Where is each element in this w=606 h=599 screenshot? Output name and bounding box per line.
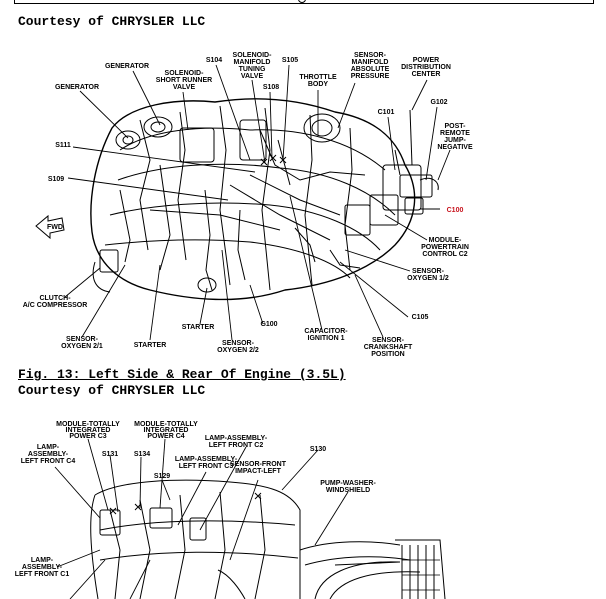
label-pump-washer-2: WINDSHIELD bbox=[326, 487, 370, 494]
label-throttle-body-1: THROTTLE bbox=[299, 74, 337, 81]
label-throttle-body-2: BODY bbox=[308, 81, 329, 88]
label-solenoid-manifold-2: MANIFOLD bbox=[234, 59, 271, 66]
label-solenoid-short-runner-2: SHORT RUNNER bbox=[156, 77, 212, 84]
splice-markers-2 bbox=[109, 492, 262, 515]
front-lamp-diagram: MODULE-TOTALLY INTEGRATED POWER C3 MODUL… bbox=[15, 421, 446, 599]
label-post-remote-1: POST- bbox=[444, 123, 466, 130]
label-g102: G102 bbox=[430, 99, 447, 106]
label-crank-2: CRANKSHAFT bbox=[364, 344, 413, 351]
label-impact-1: SENSOR-FRONT bbox=[230, 461, 287, 468]
label-s104: S104 bbox=[206, 57, 222, 64]
engine-diagram: FWD GENERATOR bbox=[23, 52, 473, 358]
label-lamp-lf-c4-1: LAMP- bbox=[37, 444, 60, 451]
label-pcm-c2-3: CONTROL C2 bbox=[422, 251, 467, 258]
label-tipm-c3-2: INTEGRATED bbox=[66, 427, 111, 434]
label-s109: S109 bbox=[48, 176, 64, 183]
label-starter-b: STARTER bbox=[134, 342, 167, 349]
leader-lines bbox=[64, 64, 451, 341]
label-s134: S134 bbox=[134, 451, 150, 458]
label-power-distribution-2: DISTRIBUTION bbox=[401, 64, 451, 71]
label-solenoid-manifold-3: TUNING bbox=[239, 66, 266, 73]
label-o2-21-1: SENSOR- bbox=[66, 336, 99, 343]
label-pump-washer-1: PUMP-WASHER- bbox=[320, 480, 376, 487]
label-o2-22-2: OXYGEN 2/2 bbox=[217, 347, 259, 354]
label-lamp-lf-c1-1: LAMP- bbox=[31, 557, 54, 564]
splice-markers bbox=[260, 154, 287, 166]
label-solenoid-short-runner-3: VALVE bbox=[173, 84, 196, 91]
label-o2-21-2: OXYGEN 2/1 bbox=[61, 343, 103, 350]
label-post-remote-3: JUMP- bbox=[444, 137, 466, 144]
label-sensor-map-3: ABSOLUTE bbox=[351, 66, 390, 73]
label-lamp-lf-c4-3: LEFT FRONT C4 bbox=[21, 458, 76, 465]
label-lamp-lf-c2-2: LEFT FRONT C2 bbox=[209, 442, 264, 449]
figure-caption: Fig. 13: Left Side & Rear Of Engine (3.5… bbox=[18, 367, 346, 382]
forward-arrow-icon: FWD bbox=[35, 214, 65, 240]
label-capacitor-2: IGNITION 1 bbox=[308, 335, 345, 342]
label-pcm-c2-2: POWERTRAIN bbox=[421, 244, 469, 251]
label-power-distribution-1: POWER bbox=[413, 57, 439, 64]
label-post-remote-4: NEGATIVE bbox=[437, 144, 473, 151]
label-g100: G100 bbox=[260, 321, 277, 328]
label-tipm-c4-2: INTEGRATED bbox=[144, 427, 189, 434]
label-lamp-lf-c3-2: LEFT FRONT C3 bbox=[179, 463, 234, 470]
label-c100: C100 bbox=[447, 207, 464, 214]
label-tipm-c3-3: POWER C3 bbox=[69, 433, 106, 440]
label-solenoid-manifold-4: VALVE bbox=[241, 73, 264, 80]
engine-illustration bbox=[90, 98, 439, 301]
label-o2-12-1: SENSOR- bbox=[412, 268, 445, 275]
label-c101: C101 bbox=[378, 109, 395, 116]
label-power-distribution-3: CENTER bbox=[412, 71, 441, 78]
label-sensor-map-4: PRESSURE bbox=[351, 73, 390, 80]
label-crank-3: POSITION bbox=[371, 351, 404, 358]
label-o2-12-2: OXYGEN 1/2 bbox=[407, 275, 449, 282]
front-illustration bbox=[90, 479, 446, 599]
label-s108: S108 bbox=[263, 84, 279, 91]
label-starter-a: STARTER bbox=[182, 324, 215, 331]
label-s129: S129 bbox=[154, 473, 170, 480]
label-crank-1: SENSOR- bbox=[372, 337, 405, 344]
label-impact-2: IMPACT-LEFT bbox=[235, 468, 281, 475]
label-generator-left: GENERATOR bbox=[55, 84, 99, 91]
label-solenoid-manifold-1: SOLENOID- bbox=[233, 52, 273, 59]
label-s130: S130 bbox=[310, 446, 326, 453]
fwd-label: FWD bbox=[47, 224, 63, 231]
label-generator-top: GENERATOR bbox=[105, 63, 149, 70]
label-lamp-lf-c4-2: ASSEMBLY- bbox=[28, 451, 69, 458]
label-solenoid-short-runner-1: SOLENOID- bbox=[165, 70, 205, 77]
label-post-remote-2: REMOTE bbox=[440, 130, 470, 137]
label-clutch-ac-1: CLUTCH- bbox=[39, 295, 71, 302]
label-s111: S111 bbox=[55, 142, 71, 149]
label-clutch-ac-2: A/C COMPRESSOR bbox=[23, 302, 88, 309]
label-c105: C105 bbox=[412, 314, 429, 321]
label-lamp-lf-c3-1: LAMP-ASSEMBLY- bbox=[175, 456, 238, 463]
label-tipm-c3-1: MODULE-TOTALLY bbox=[56, 421, 120, 428]
page-top-frame bbox=[14, 0, 594, 4]
label-tipm-c4-3: POWER C4 bbox=[147, 433, 184, 440]
label-capacitor-1: CAPACITOR- bbox=[304, 328, 348, 335]
courtesy-credit-bottom: Courtesy of CHRYSLER LLC bbox=[18, 383, 206, 398]
label-s105: S105 bbox=[282, 57, 298, 64]
label-s131: S131 bbox=[102, 451, 118, 458]
label-sensor-map-1: SENSOR- bbox=[354, 52, 387, 59]
label-tipm-c4-1: MODULE-TOTALLY bbox=[134, 421, 198, 428]
leader-lines-2 bbox=[54, 438, 349, 599]
label-o2-22-1: SENSOR- bbox=[222, 340, 255, 347]
label-sensor-map-2: MANIFOLD bbox=[352, 59, 389, 66]
label-lamp-lf-c1-2: ASSEMBLY- bbox=[22, 564, 63, 571]
label-lamp-lf-c1-3: LEFT FRONT C1 bbox=[15, 571, 70, 578]
label-pcm-c2-1: MODULE- bbox=[429, 237, 462, 244]
courtesy-credit-top: Courtesy of CHRYSLER LLC bbox=[18, 14, 206, 29]
label-lamp-lf-c2-1: LAMP-ASSEMBLY- bbox=[205, 435, 268, 442]
